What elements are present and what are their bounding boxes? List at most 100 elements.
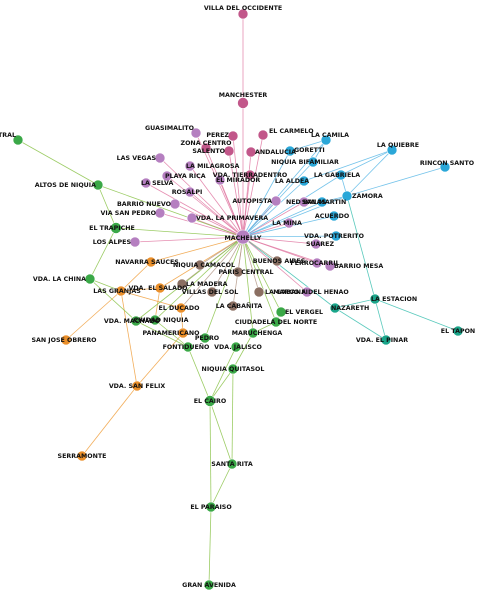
node-pereira[interactable] xyxy=(227,130,239,142)
node-central[interactable] xyxy=(12,134,24,146)
node-machado[interactable] xyxy=(235,229,251,245)
node-altosniquia[interactable] xyxy=(92,179,104,191)
node-vdapotrerito[interactable] xyxy=(330,230,342,242)
node-label-pedro: PEDRO xyxy=(195,335,220,342)
node-elvergel[interactable] xyxy=(275,306,287,318)
node-panamericano[interactable] xyxy=(177,327,189,339)
node-pariscentral[interactable] xyxy=(232,266,244,278)
node-lagabriela[interactable] xyxy=(335,169,347,181)
node-niquiasamaria[interactable] xyxy=(307,156,319,168)
node-label-sanjoseobrero: SAN JOSE OBRERO xyxy=(31,337,97,344)
node-ciudadeladelnorte[interactable] xyxy=(270,316,282,328)
node-viasanpedro[interactable] xyxy=(154,207,166,219)
node-salento[interactable] xyxy=(223,145,235,157)
node-serramonte[interactable] xyxy=(76,450,88,462)
node-vdasanfelix[interactable] xyxy=(131,380,143,392)
node-lasvegas[interactable] xyxy=(154,152,166,164)
edge-laestacion-eltapon xyxy=(374,298,459,332)
edge-santarita-elparaiso xyxy=(210,463,233,508)
node-barriomesa[interactable] xyxy=(324,260,336,272)
node-lamilagrosa[interactable] xyxy=(184,160,196,172)
node-vdajalisco[interactable] xyxy=(230,341,242,353)
node-label-manchester: MANCHESTER xyxy=(219,92,268,99)
node-niquiacamacol[interactable] xyxy=(194,259,206,271)
node-zonacentro[interactable] xyxy=(200,142,212,154)
node-elcarmelo[interactable] xyxy=(257,129,269,141)
node-goretti[interactable] xyxy=(284,145,296,157)
node-lacamila[interactable] xyxy=(320,134,332,146)
node-elparaiso[interactable] xyxy=(205,501,217,513)
node-label-laestacion: LA ESTACION xyxy=(371,296,417,303)
node-navarrasauces[interactable] xyxy=(145,256,157,268)
node-fontidueno[interactable] xyxy=(182,341,194,353)
node-rinconsanto[interactable] xyxy=(439,161,451,173)
node-lamina[interactable] xyxy=(283,217,295,229)
node-lasgranjas[interactable] xyxy=(115,285,127,297)
node-elcairo[interactable] xyxy=(204,395,216,407)
node-label-guasimalito: GUASIMALITO xyxy=(145,125,195,132)
node-villasdelsol[interactable] xyxy=(206,286,218,298)
edge-altosniquia-machado xyxy=(97,184,244,238)
node-buenosaires[interactable] xyxy=(271,255,283,267)
node-santarita[interactable] xyxy=(226,458,238,470)
node-sanjoseobrero[interactable] xyxy=(60,334,72,346)
node-laestacion[interactable] xyxy=(369,293,381,305)
node-vdaelpinar[interactable] xyxy=(380,334,392,346)
node-vdaelsalado[interactable] xyxy=(154,282,166,294)
node-laquiebre[interactable] xyxy=(386,144,398,156)
node-nedbalas[interactable] xyxy=(298,196,310,208)
node-pedro[interactable] xyxy=(199,332,211,344)
node-granavenida[interactable] xyxy=(203,579,215,591)
node-ferrocarril[interactable] xyxy=(311,257,323,269)
node-label-marcenohenao: MARCO FIDEL HENAO xyxy=(273,289,349,296)
node-sanmartin[interactable] xyxy=(316,196,328,208)
edge-lacamila-goretti xyxy=(289,139,327,152)
node-losalpes[interactable] xyxy=(129,236,141,248)
node-nazareth[interactable] xyxy=(329,302,341,314)
node-guasimalito[interactable] xyxy=(190,127,202,139)
edge-altosniquia-eltrapiche xyxy=(97,184,117,229)
node-barrionuevo[interactable] xyxy=(169,198,181,210)
edge-laestacion-vdaelpinar xyxy=(374,298,387,341)
node-label-barrionuevo: BARRIO NUEVO xyxy=(117,201,172,208)
node-manchester[interactable] xyxy=(237,97,249,109)
node-vdamachado[interactable] xyxy=(130,315,142,327)
node-label-niquiaquitasol: NIQUIA QUITASOL xyxy=(202,366,265,373)
node-label-laquiebre: LA QUIEBRE xyxy=(377,142,419,149)
node-andalucia[interactable] xyxy=(245,146,257,158)
node-label-vdapotrerito: VDA. POTRERITO xyxy=(304,233,365,240)
node-label-losalpes: LOS ALPES xyxy=(93,239,132,246)
node-vdalachina[interactable] xyxy=(84,273,96,285)
node-villa[interactable] xyxy=(237,8,249,20)
node-laaldea[interactable] xyxy=(298,175,310,187)
node-playarica[interactable] xyxy=(161,170,173,182)
node-niquiaquitasol[interactable] xyxy=(227,363,239,375)
node-suarez[interactable] xyxy=(310,238,322,250)
node-marcenohenao[interactable] xyxy=(301,286,313,298)
node-acuerdo[interactable] xyxy=(328,210,340,222)
node-autopista[interactable] xyxy=(270,195,282,207)
node-laselva[interactable] xyxy=(140,177,152,189)
node-zamora[interactable] xyxy=(341,190,353,202)
node-label-altosniquia: ALTOS DE NIQUIA xyxy=(35,182,96,189)
node-vdaprimavera[interactable] xyxy=(186,212,198,224)
node-eltapon[interactable] xyxy=(452,325,464,337)
node-rosalpi[interactable] xyxy=(184,186,196,198)
edge-lasgranjas-vdasanfelix xyxy=(120,290,138,387)
node-label-elcairo: EL CAIRO xyxy=(194,398,227,405)
edge-vdalachina-vdamachado xyxy=(89,278,137,322)
edge-laestacion-nazareth xyxy=(334,298,376,309)
node-elmirador[interactable] xyxy=(214,174,226,186)
node-ciudadniquia[interactable] xyxy=(149,314,161,326)
node-elducado[interactable] xyxy=(175,302,187,314)
edge-elmirador-machado xyxy=(219,179,244,238)
node-lamadera[interactable] xyxy=(176,278,188,290)
edge-goretti-machado xyxy=(242,150,291,238)
node-label-elducado: EL DUCADO xyxy=(159,305,201,312)
node-lacabanita[interactable] xyxy=(227,300,239,312)
node-maruchenga[interactable] xyxy=(247,327,259,339)
node-eltrapiche[interactable] xyxy=(110,222,122,234)
node-vdatierradentro[interactable] xyxy=(244,169,256,181)
node-lagabana[interactable] xyxy=(253,286,265,298)
